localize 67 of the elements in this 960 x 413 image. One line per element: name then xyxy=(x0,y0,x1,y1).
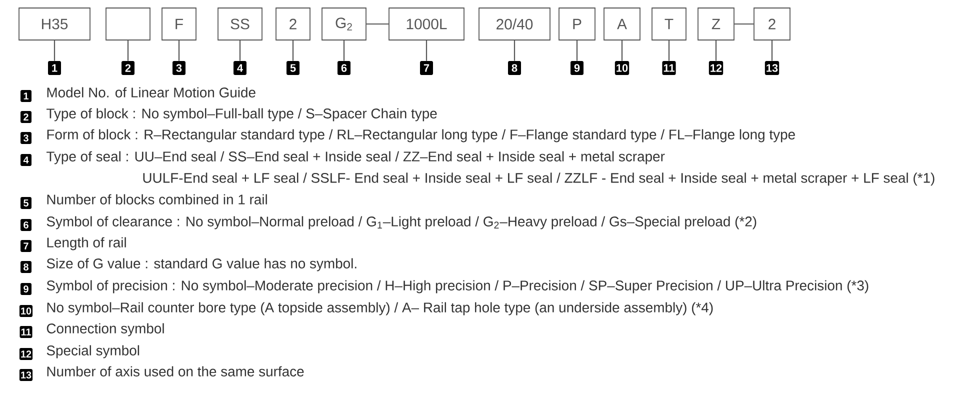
code-box: 2 xyxy=(276,8,310,40)
leader-line xyxy=(621,40,623,61)
description-text: Type of seal : UU–End seal / SS–End seal + Inside seal / ZZ–End seal + Inside seal + metal scraper UULF-End seal + LF seal / SSLF- End seal + Inside seal + LF seal / ZZLF - End seal + Inside seal + metal scraper + LF seal (*1) xyxy=(46,151,934,186)
number-badge: 4 xyxy=(234,61,246,75)
leader-line xyxy=(178,40,180,61)
number-badge: 3 xyxy=(172,61,186,75)
number-badge: 2 xyxy=(122,61,134,75)
number-badge: 13 xyxy=(19,369,33,381)
description-text: No symbol–Rail counter bore type (A topside assembly) / A– Rail tap hole type (an underside assembly) (*4) xyxy=(47,302,713,316)
code-box: SS xyxy=(218,8,262,40)
number-badge: 9 xyxy=(20,283,32,295)
description-text: Symbol of precision : No symbol–Moderate precision / H–High precision / P–Precision / SP–Super Precision / UP–Ultra Precision (*3) xyxy=(46,280,868,294)
number-badge: 9 xyxy=(570,61,584,75)
number-badge: 6 xyxy=(20,219,32,231)
description-text: Symbol of clearance : No symbol–Normal preload / G$_{1}$–Light preload / G$_{2}$–Heavy preload / Gs–Special preload (*2) xyxy=(46,216,756,230)
number-badge: 7 xyxy=(420,61,433,75)
leader-line xyxy=(576,40,578,61)
number-badge: 6 xyxy=(338,61,350,75)
empty-code-box xyxy=(106,8,150,40)
number-badge: 7 xyxy=(20,240,32,252)
code-box: H35 xyxy=(18,8,90,40)
leader-line xyxy=(239,40,241,61)
code-box: 1000L xyxy=(388,8,464,40)
number-badge: 5 xyxy=(286,61,300,75)
number-badge: 4 xyxy=(20,154,32,166)
description-text: Special symbol xyxy=(46,345,140,358)
leader-line xyxy=(292,40,294,61)
connector-line xyxy=(366,23,389,25)
number-badge: 13 xyxy=(764,61,780,75)
code-box: Z xyxy=(698,8,734,40)
code-box: F xyxy=(162,8,196,40)
number-badge: 10 xyxy=(19,305,33,317)
description-text: Form of block : R–Rectangular standard type / RL–Rectangular long type / F–Flange standard type / FL–Flange long type xyxy=(47,129,795,142)
leader-line xyxy=(771,40,773,61)
code-box: T xyxy=(652,8,686,40)
description-text: Length of rail xyxy=(47,237,126,250)
leader-line xyxy=(54,40,56,61)
leader-line xyxy=(715,40,717,61)
number-badge: 11 xyxy=(20,326,32,338)
code-box: 2 xyxy=(754,8,790,40)
code-box: G$_{2}$ xyxy=(322,8,366,40)
number-badge: 12 xyxy=(19,348,33,360)
description-text: Size of G value : standard G value has no symbol. xyxy=(46,258,356,272)
description-text: Number of axis used on the same surface xyxy=(47,366,304,376)
number-badge: 10 xyxy=(614,61,630,75)
leader-line xyxy=(668,40,670,61)
number-badge: 1 xyxy=(48,61,61,75)
code-box: 20/40 xyxy=(478,8,550,40)
number-badge: 2 xyxy=(20,111,32,123)
number-badge: 1 xyxy=(20,90,32,102)
code-box: A xyxy=(604,8,640,40)
leader-line xyxy=(514,40,516,61)
description-text: Number of blocks combined in 1 rail xyxy=(47,194,267,204)
connector-line xyxy=(734,23,754,25)
number-badge: 3 xyxy=(20,132,32,144)
number-badge: 5 xyxy=(20,197,32,209)
number-badge: 8 xyxy=(20,261,32,273)
description-text: Connection symbol xyxy=(46,323,164,336)
number-badge: 11 xyxy=(662,61,676,75)
leader-line xyxy=(127,40,129,61)
description-text: Model No. of Linear Motion Guide xyxy=(47,87,256,98)
number-badge: 12 xyxy=(708,61,724,75)
leader-line xyxy=(343,40,345,61)
number-badge: 8 xyxy=(508,61,521,75)
leader-line xyxy=(426,40,428,61)
description-text: Type of block : No symbol–Full-ball type / S–Spacer Chain type xyxy=(46,108,437,122)
code-box: P xyxy=(558,8,596,40)
